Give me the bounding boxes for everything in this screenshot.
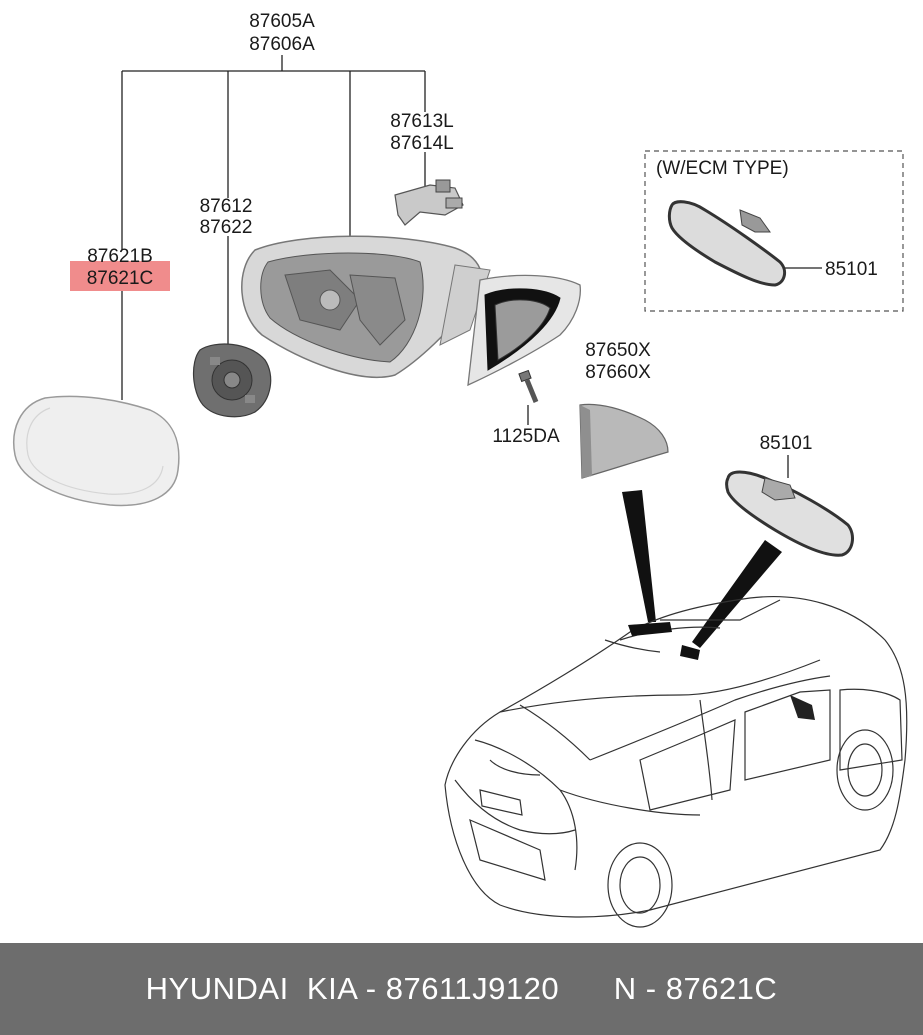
label-87621c: 87621C bbox=[87, 268, 154, 289]
label-1125da: 1125DA bbox=[492, 426, 560, 447]
ecm-type-box bbox=[644, 150, 904, 312]
label-87614l: 87614L bbox=[390, 133, 453, 154]
label-85101: 85101 bbox=[760, 433, 813, 454]
assembly-leader-lines bbox=[121, 55, 426, 400]
mirror-actuator-illustration bbox=[193, 343, 272, 418]
label-87613l: 87613L bbox=[390, 111, 453, 132]
bolt-illustration bbox=[518, 369, 539, 425]
inside-mirror-illustration bbox=[725, 455, 855, 557]
label-87605a: 87605A bbox=[249, 11, 315, 32]
pointer-wedges bbox=[622, 490, 782, 648]
footer-spacer bbox=[559, 971, 614, 1007]
footer-banner: HYUNDAI KIA - 87611J9120 N - 87621C bbox=[0, 943, 923, 1035]
mirror-glass-illustration bbox=[13, 395, 180, 507]
highlight-87621c bbox=[70, 261, 170, 291]
parts-diagram: 87605A 87606A 87613L 87614L 87612 87622 … bbox=[13, 11, 908, 928]
footer-brand-part: HYUNDAI KIA - 87611J9120 bbox=[145, 971, 560, 1006]
label-87606a: 87606A bbox=[249, 34, 315, 55]
label-ecm-type: (W/ECM TYPE) bbox=[656, 158, 789, 179]
footer-alt-part: N - 87621C bbox=[613, 971, 778, 1006]
mirror-base-illustration bbox=[467, 274, 581, 387]
mirror-housing-illustration bbox=[241, 235, 491, 379]
label-87622: 87622 bbox=[200, 217, 253, 238]
label-87650x: 87650X bbox=[585, 340, 651, 361]
label-85101-ecm: 85101 bbox=[825, 259, 878, 280]
vehicle-illustration bbox=[444, 595, 908, 928]
mirror-cover-illustration bbox=[579, 403, 669, 479]
label-87660x: 87660X bbox=[585, 362, 651, 383]
scalp-clip-illustration bbox=[394, 179, 464, 226]
label-87612: 87612 bbox=[200, 196, 253, 217]
vehicle-mirror-marks bbox=[628, 622, 815, 720]
label-87621b: 87621B bbox=[87, 246, 153, 267]
